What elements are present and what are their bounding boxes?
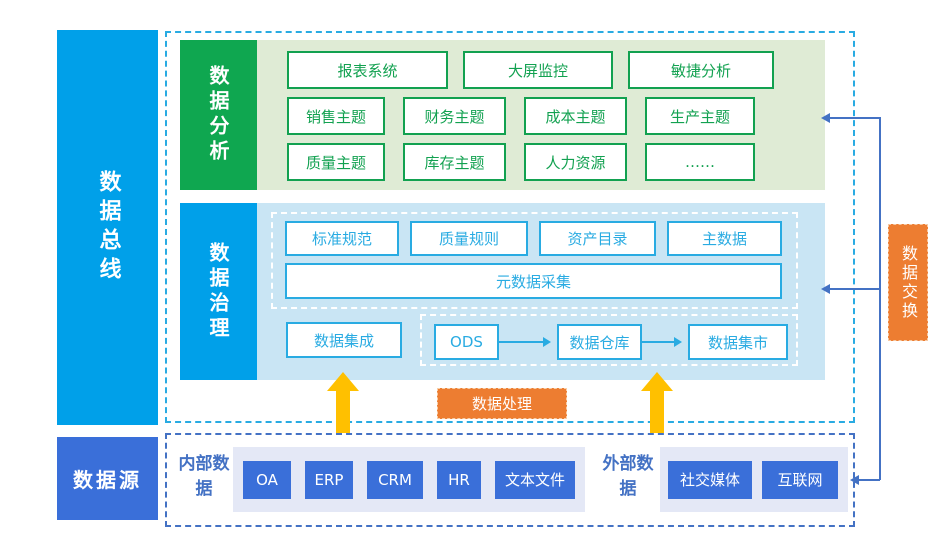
data-exchange-box: 数据交换 xyxy=(888,224,928,341)
analysis-box-agile-analysis: 敏捷分析 xyxy=(628,51,774,89)
governance-box-quality-rules: 质量规则 xyxy=(410,221,528,256)
left-arrow-icon xyxy=(821,284,830,294)
analysis-row-1: 报表系统 大屏监控 敏捷分析 xyxy=(287,51,774,89)
source-box-text-files: 文本文件 xyxy=(495,460,575,499)
governance-section-label: 数据治理 xyxy=(180,203,257,380)
external-data-strip: 社交媒体 互联网 xyxy=(660,447,848,512)
pipeline-box-ods: ODS xyxy=(434,324,499,360)
analysis-box-sales-theme: 销售主题 xyxy=(287,97,385,135)
flow-arrow-warehouse-to-mart xyxy=(642,337,682,347)
exchange-line-to-governance xyxy=(829,288,880,290)
analysis-box-inventory-theme: 库存主题 xyxy=(403,143,506,181)
left-arrow-icon xyxy=(850,475,859,485)
analysis-box-quality-theme: 质量主题 xyxy=(287,143,385,181)
exchange-line-to-analysis xyxy=(829,117,880,119)
flow-arrow-ods-to-warehouse xyxy=(499,337,551,347)
source-box-internet: 互联网 xyxy=(762,460,838,499)
analysis-row-2: 销售主题 财务主题 成本主题 生产主题 xyxy=(287,97,755,135)
governance-standards-group: 标准规范 质量规则 资产目录 主数据 元数据采集 xyxy=(271,212,798,309)
pipeline-box-data-mart: 数据集市 xyxy=(688,324,788,360)
data-bus-bar: 数据总线 xyxy=(57,30,158,425)
analysis-row-3: 质量主题 库存主题 人力资源 …… xyxy=(287,143,755,181)
governance-pipeline-group: ODS 数据仓库 数据集市 xyxy=(420,314,798,366)
source-box-hr: HR xyxy=(437,460,481,499)
left-arrow-icon xyxy=(821,113,830,123)
governance-section: 数据治理 标准规范 质量规则 资产目录 主数据 元数据采集 数据集成 ODS 数… xyxy=(180,203,825,380)
internal-data-label: 内部数据 xyxy=(178,454,230,499)
analysis-section-label: 数据分析 xyxy=(180,40,257,190)
analysis-box-hr-theme: 人力资源 xyxy=(524,143,627,181)
source-box-erp: ERP xyxy=(305,460,353,499)
source-box-social-media: 社交媒体 xyxy=(668,460,752,499)
governance-box-data-integration: 数据集成 xyxy=(286,322,402,358)
datasource-bar: 数据源 xyxy=(57,437,158,520)
analysis-box-more: …… xyxy=(645,143,755,181)
up-arrow-shaft xyxy=(650,390,664,433)
exchange-vertical-line xyxy=(879,117,881,480)
data-processing-box: 数据处理 xyxy=(437,388,567,419)
governance-box-standards: 标准规范 xyxy=(285,221,399,256)
governance-box-asset-catalog: 资产目录 xyxy=(539,221,656,256)
governance-standards-row: 标准规范 质量规则 资产目录 主数据 xyxy=(285,221,782,256)
analysis-box-production-theme: 生产主题 xyxy=(645,97,755,135)
source-box-oa: OA xyxy=(243,460,291,499)
up-arrow-icon xyxy=(327,372,359,391)
analysis-box-cost-theme: 成本主题 xyxy=(524,97,627,135)
internal-data-strip: OA ERP CRM HR 文本文件 xyxy=(233,447,585,512)
governance-box-master-data: 主数据 xyxy=(667,221,782,256)
analysis-box-finance-theme: 财务主题 xyxy=(403,97,506,135)
up-arrow-shaft xyxy=(336,390,350,433)
analysis-box-report-system: 报表系统 xyxy=(287,51,448,89)
external-data-label: 外部数据 xyxy=(602,454,654,499)
up-arrow-icon xyxy=(641,372,673,391)
source-box-crm: CRM xyxy=(367,460,423,499)
exchange-line-to-datasource xyxy=(858,479,880,481)
bus-dashed-container xyxy=(165,31,855,423)
governance-box-metadata-collection: 元数据采集 xyxy=(285,263,782,299)
analysis-section: 数据分析 报表系统 大屏监控 敏捷分析 销售主题 财务主题 成本主题 生产主题 … xyxy=(180,40,825,190)
analysis-box-dashboard-monitor: 大屏监控 xyxy=(463,51,613,89)
pipeline-box-data-warehouse: 数据仓库 xyxy=(557,324,642,360)
